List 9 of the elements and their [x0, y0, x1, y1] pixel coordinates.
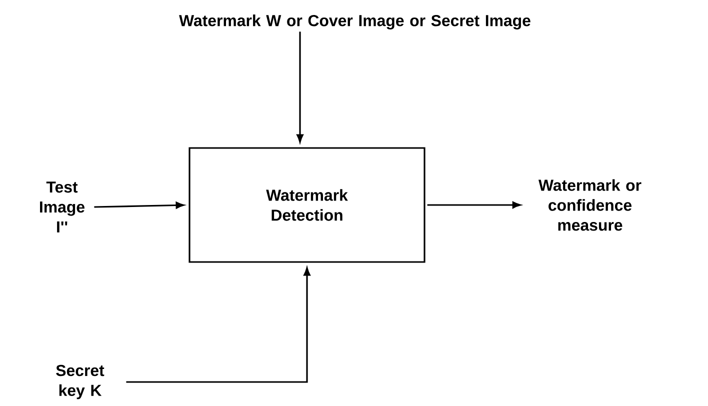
- arrow: [126, 267, 310, 383]
- input-label: Test Image I'': [40, 182, 84, 232]
- process-box: Watermark Detection: [188, 147, 426, 263]
- arrow: [427, 202, 521, 208]
- arrow: [296, 32, 304, 143]
- input-label: Watermark W or Cover Image or Secret Image: [179, 14, 530, 30]
- arrow: [94, 202, 184, 209]
- input-label: Secret key K: [56, 364, 104, 400]
- output-label: Watermark or confidence measure: [538, 179, 642, 231]
